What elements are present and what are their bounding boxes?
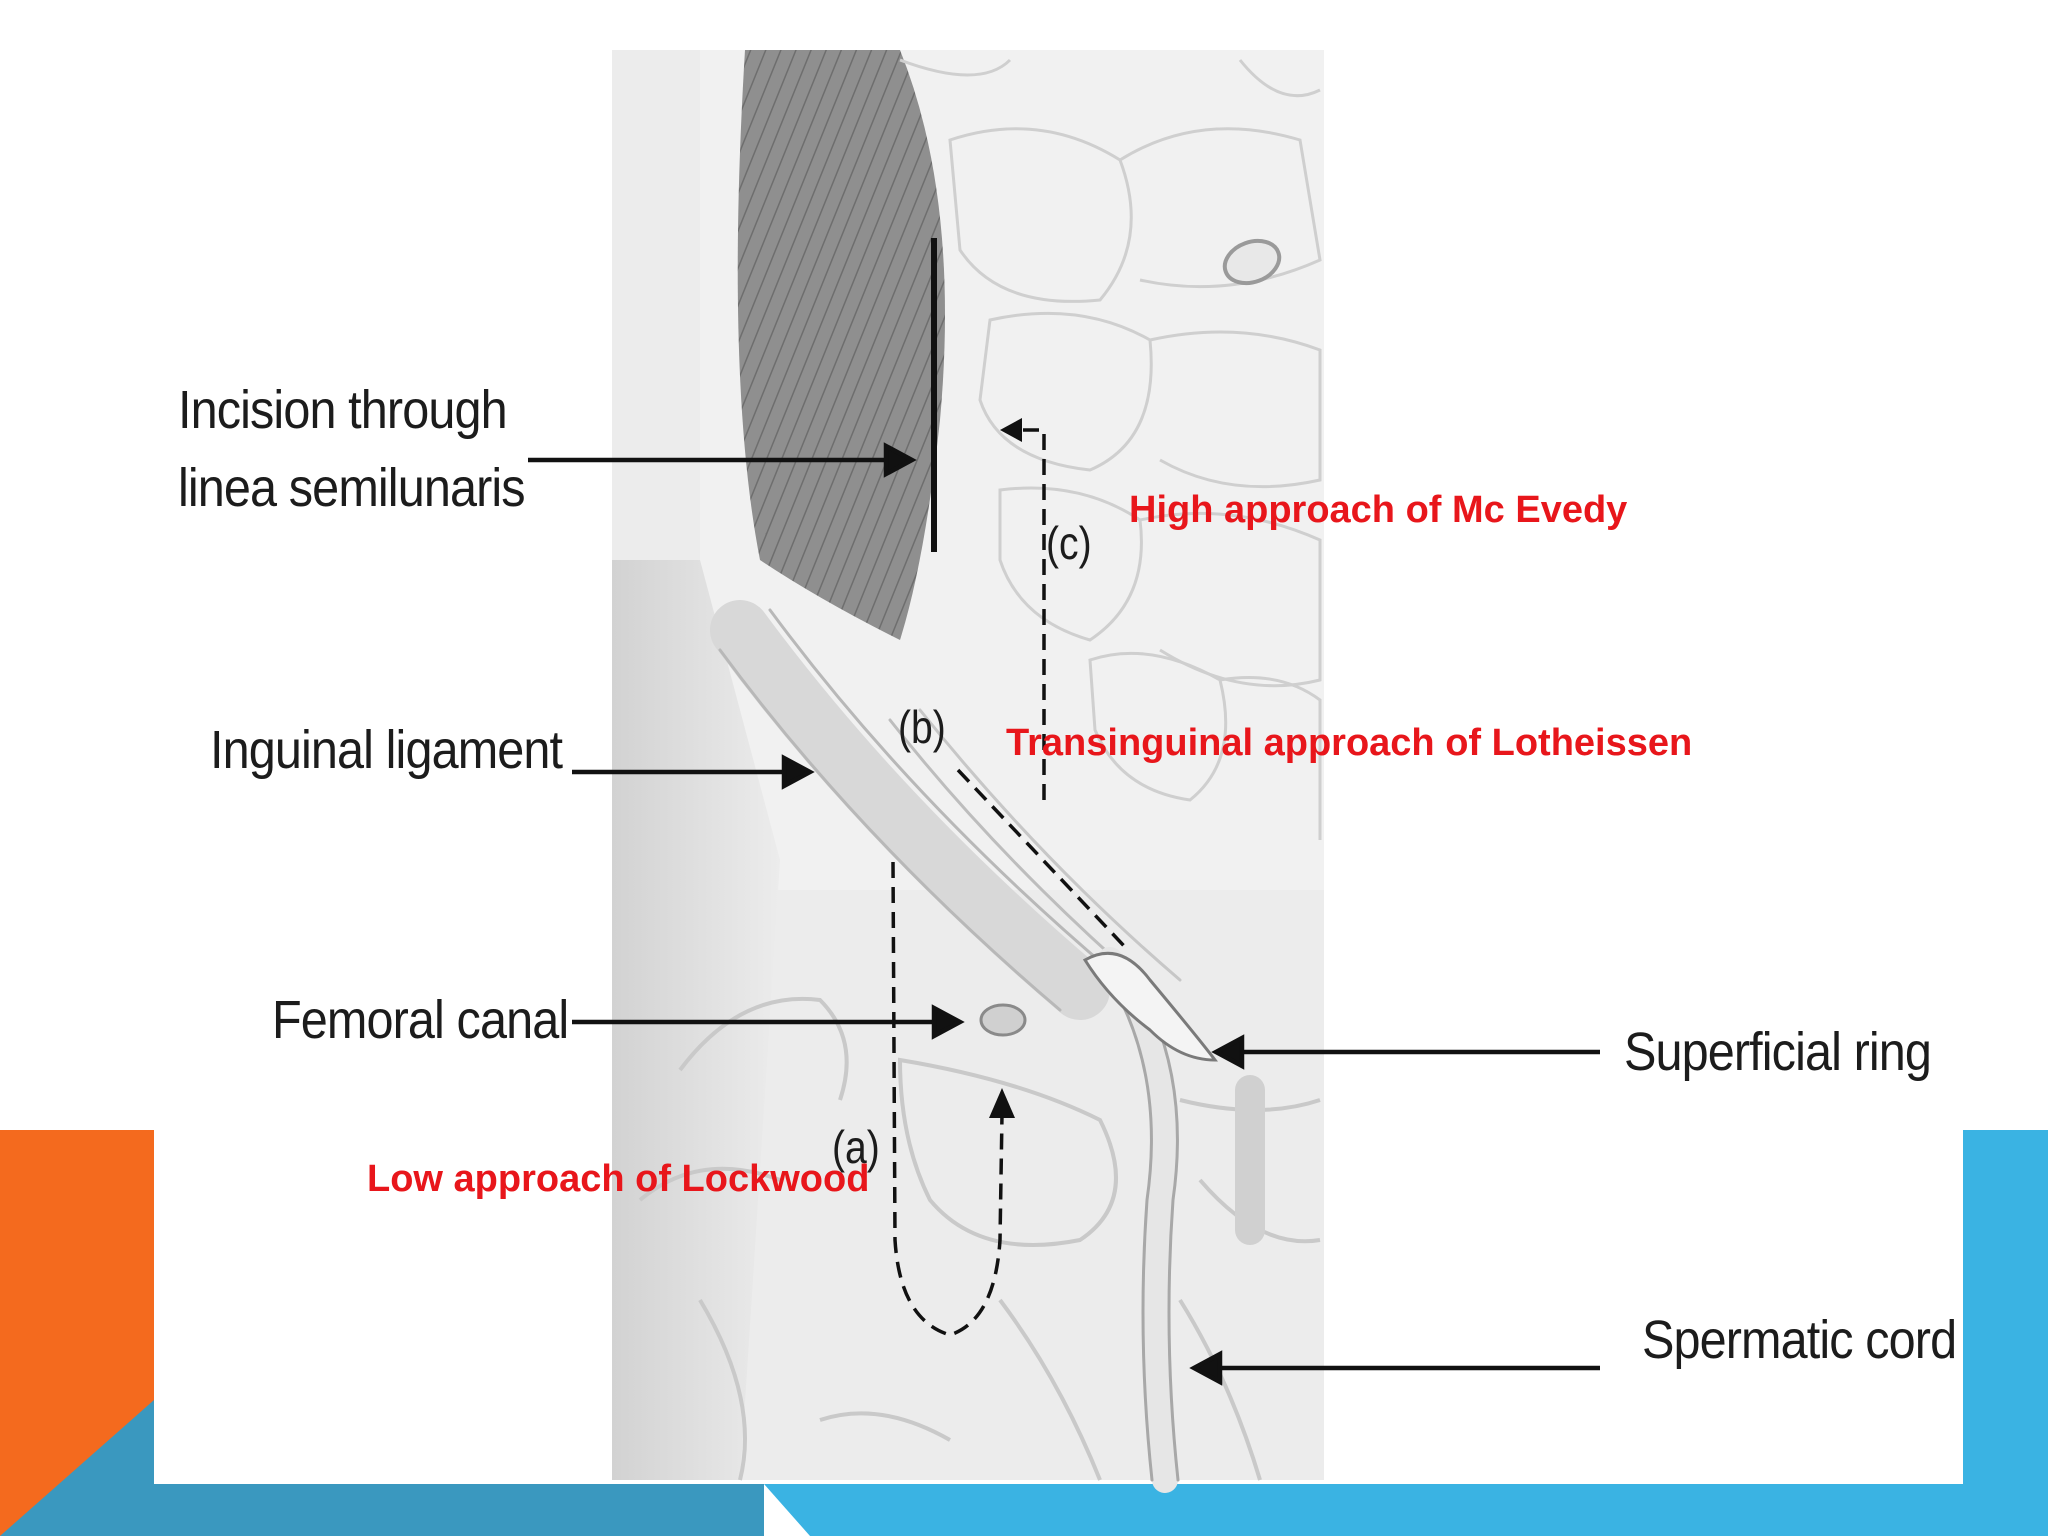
femoral-canal-opening: [979, 1003, 1027, 1037]
rectus-muscle: [737, 50, 945, 640]
high-approach-arrowhead: [1000, 418, 1022, 442]
spermatic-cord-label: Spermatic cord: [1642, 1310, 1957, 1370]
marker-c: (c): [1046, 517, 1092, 569]
marker-a: (a): [832, 1121, 880, 1173]
high-approach-annotation: High approach of Mc Evedy: [1129, 489, 1628, 531]
incision-label-line1: Incision through: [178, 380, 508, 440]
incision-label-line2: linea semilunaris: [178, 458, 526, 518]
blue-right-block: [1963, 1130, 2048, 1536]
blue-bottom-bar: [764, 1484, 2048, 1536]
marker-b: (b): [898, 701, 946, 753]
approach-paths: [891, 428, 1128, 1337]
inguinal-ligament-label: Inguinal ligament: [210, 720, 563, 780]
teal-bottom-bar: [154, 1484, 764, 1536]
low-approach-path: [891, 861, 1004, 1337]
superficial-ring-shape: [1082, 951, 1219, 1062]
umbilicus: [1222, 238, 1282, 286]
transinguinal-approach-path: [956, 768, 1128, 950]
fascia-lines: [899, 58, 1322, 840]
superficial-ring-label: Superficial ring: [1624, 1022, 1932, 1082]
transinguinal-approach-annotation: Transinguinal approach of Lotheissen: [1006, 722, 1693, 764]
pointer-arrows: [528, 442, 1600, 1386]
low-approach-arrowhead: [989, 1088, 1015, 1118]
femoral-canal-label: Femoral canal: [272, 990, 569, 1050]
teal-corner-wedge: [0, 1400, 154, 1536]
high-approach-path: [1015, 428, 1046, 800]
low-approach-annotation: Low approach of Lockwood: [367, 1158, 870, 1200]
